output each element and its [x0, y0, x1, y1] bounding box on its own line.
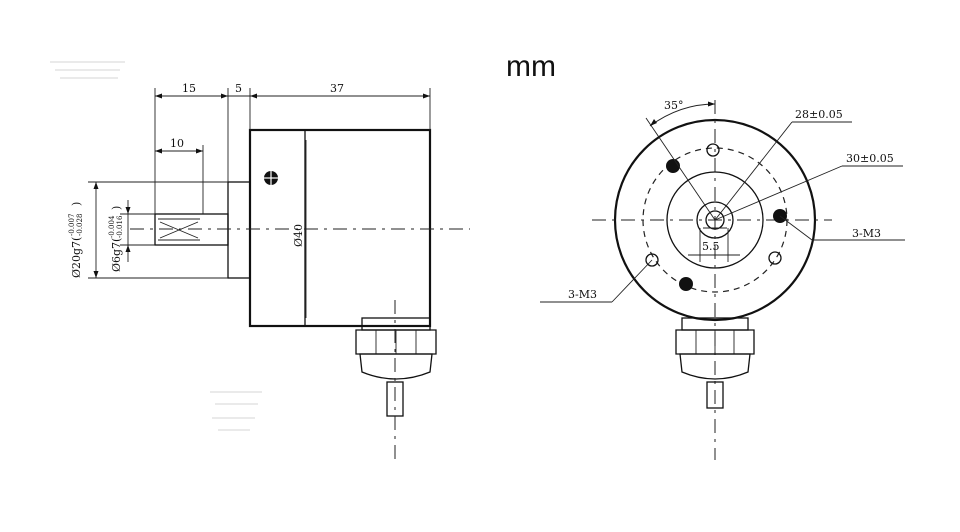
thread-hole-lower-right-icon — [768, 251, 782, 265]
side-view: 15 5 37 10 Ø40 Ø20g7( -0.007 -0.028 ) Ø6… — [68, 82, 470, 462]
pcd-30-label: 30±0.05 — [846, 152, 894, 165]
svg-text:-0.007: -0.007 — [68, 214, 76, 236]
shaft-tolerance: Ø6g7( -0.004 -0.016 ) — [108, 206, 124, 272]
svg-text:-0.016: -0.016 — [116, 215, 124, 238]
thread-right-label: 3-M3 — [852, 227, 881, 240]
cable-gland — [355, 317, 437, 417]
svg-text:): ) — [70, 202, 83, 206]
scan-artifacts — [50, 61, 262, 431]
mount-hole-lower-left-icon — [679, 277, 693, 291]
front-cable-gland — [675, 317, 755, 409]
front-view: 35° 28±0.05 30±0.05 3-M3 3-M3 5.5 — [540, 99, 905, 460]
svg-text:Ø6g7(: Ø6g7( — [110, 238, 123, 272]
dim-body-length: 37 — [330, 82, 344, 95]
thread-hole-left-icon — [645, 253, 659, 267]
svg-text:): ) — [110, 206, 123, 210]
mount-hole-upper-left-icon — [666, 159, 680, 173]
encoder-body — [248, 128, 432, 328]
dim-flat-length: 10 — [170, 137, 184, 150]
angle-label: 35° — [664, 99, 684, 112]
unit-title: mm — [506, 50, 556, 83]
thread-hole-top-icon — [706, 143, 720, 157]
dim-shaft-length: 15 — [182, 82, 196, 95]
pilot-tolerance: Ø20g7( -0.007 -0.028 ) — [68, 202, 84, 278]
pcd-28-label: 28±0.05 — [795, 108, 843, 121]
dim-body-diameter: Ø40 — [292, 224, 305, 247]
dim-flange-gap: 5 — [235, 82, 242, 95]
svg-text:Ø20g7(: Ø20g7( — [70, 237, 83, 278]
thread-left-label: 3-M3 — [568, 288, 597, 301]
pilot-flange — [227, 181, 251, 279]
svg-text:-0.028: -0.028 — [76, 214, 84, 236]
svg-text:-0.004: -0.004 — [108, 215, 116, 238]
flat-dim-label: 5.5 — [702, 240, 720, 253]
